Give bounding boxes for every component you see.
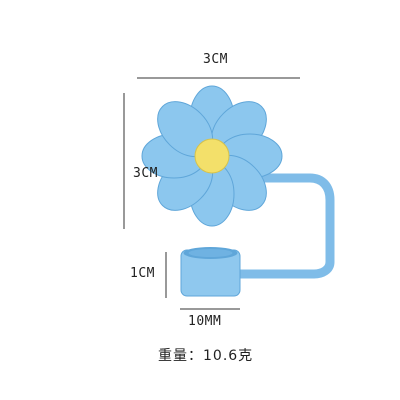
height-label: 3CM <box>133 166 158 181</box>
cap-height-label: 1CM <box>130 266 155 281</box>
width-label: 3CM <box>203 52 228 67</box>
straw-cap <box>180 247 241 297</box>
flower-icon <box>141 85 283 227</box>
cap-width-label: 10MM <box>188 314 222 329</box>
flower-center <box>194 138 230 174</box>
weight-label: 重量：10.6克 <box>158 348 254 364</box>
